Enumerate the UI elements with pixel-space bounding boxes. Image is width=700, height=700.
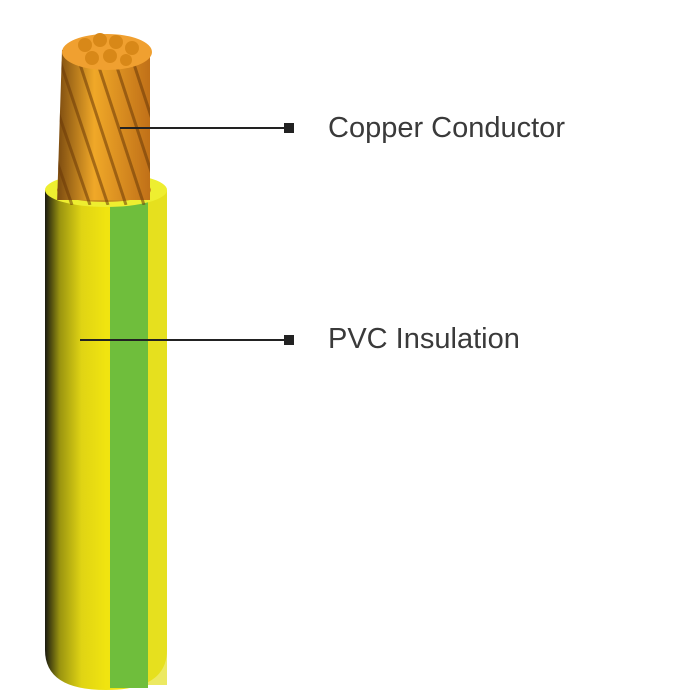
- pvc-insulation-label: PVC Insulation: [328, 323, 520, 355]
- conductor-leader-line: [120, 123, 294, 133]
- copper-conductor: [57, 33, 152, 205]
- copper-conductor-label: Copper Conductor: [328, 112, 565, 144]
- insulation-leader-line: [80, 335, 294, 345]
- pvc-insulation: [45, 173, 167, 690]
